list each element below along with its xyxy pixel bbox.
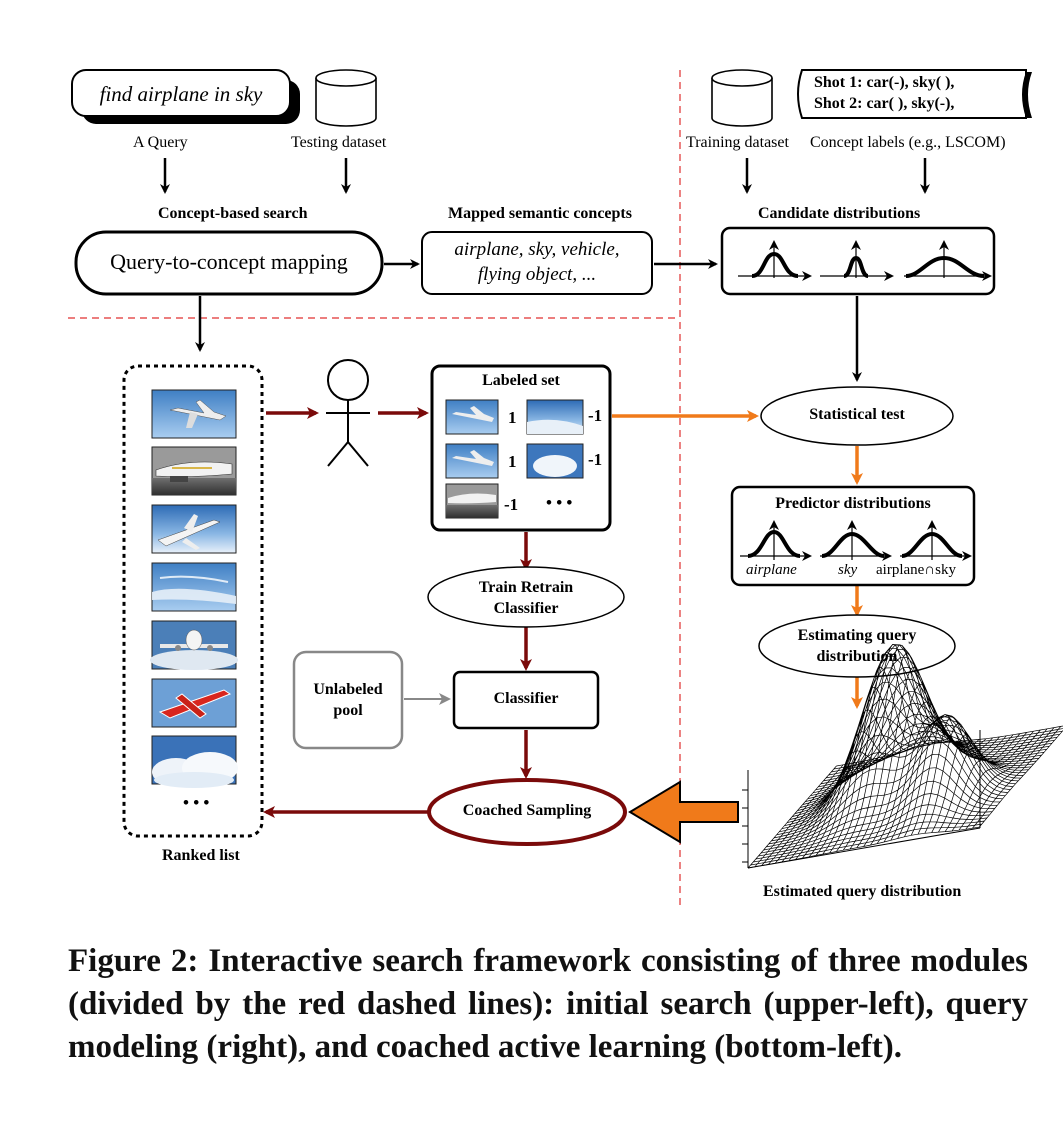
concepts-line-2: flying object, ... — [477, 264, 597, 285]
active-learning-arrows — [263, 407, 532, 818]
concepts-line-1: airplane, sky, vehicle, — [454, 239, 620, 260]
concepts-box-shape — [421, 231, 653, 295]
labeled-set-title: Labeled set — [482, 372, 560, 389]
unlabeled-pool-shape — [292, 650, 404, 750]
airplane-photo — [445, 399, 499, 435]
shot-1-text: Shot 1: car(-), sky( ), — [814, 74, 955, 91]
estimated-query-distribution-label: Estimated query distribution — [763, 883, 962, 900]
predictor-label-airplane: airplane — [746, 562, 797, 578]
airplane-photo — [445, 483, 499, 519]
figure-caption: Figure 2: Interactive search framework c… — [68, 943, 1028, 1065]
train-retrain-shape — [427, 566, 625, 628]
mapping-box-text: Query-to-concept mapping — [110, 249, 348, 274]
estimating-shape — [758, 614, 956, 678]
database-icon — [711, 69, 773, 127]
mapped-semantic-concepts-label: Mapped semantic concepts — [448, 205, 632, 222]
estimating-line-1: Estimating query — [797, 627, 917, 644]
concept-labels-label: Concept labels (e.g., LSCOM) — [810, 134, 1006, 151]
predictor-label-joint: airplane∩sky — [876, 562, 956, 578]
airplane-photo — [151, 446, 237, 496]
label-value: 1 — [508, 452, 517, 471]
airplane-photo — [150, 620, 238, 670]
diagram-canvas — [68, 69, 1063, 905]
train-retrain-line-2: Classifier — [493, 600, 559, 617]
mapping-box-shape — [74, 230, 384, 296]
database-icon — [315, 69, 377, 127]
gaussian-curve-icon — [738, 240, 992, 281]
shot-2-text: Shot 2: car( ), sky(-), — [814, 95, 955, 112]
sky-photo — [526, 399, 584, 435]
query-text[interactable]: find airplane in sky — [99, 82, 263, 106]
label-value: 1 — [508, 408, 517, 427]
ranked-thumbnails — [150, 389, 238, 788]
predictor-label-sky: sky — [838, 562, 858, 578]
surface-plot-icon — [742, 644, 1063, 869]
classifier-text: Classifier — [493, 690, 559, 707]
ranked-ellipsis: • • • — [183, 793, 210, 812]
person-icon — [326, 359, 370, 467]
label-value: -1 — [588, 406, 603, 425]
sky-photo — [151, 735, 238, 788]
label-value: -1 — [588, 450, 603, 469]
candidate-distributions-label: Candidate distributions — [758, 205, 921, 222]
gaussian-curve-icon — [740, 520, 972, 561]
statistical-test-text: Statistical test — [809, 406, 905, 423]
labeled-thumbnails — [445, 399, 584, 519]
unlabeled-line-1: Unlabeled — [313, 681, 383, 698]
coached-sampling-text: Coached Sampling — [462, 802, 592, 819]
train-retrain-line-1: Train Retrain — [478, 579, 574, 596]
testing-dataset-label: Testing dataset — [291, 134, 387, 151]
labeled-ellipsis: • • • — [546, 493, 573, 512]
statistical-test-shape — [760, 386, 954, 446]
sky-photo — [151, 562, 237, 612]
training-dataset-label: Training dataset — [686, 134, 789, 151]
big-orange-arrow — [628, 780, 739, 844]
unlabeled-line-2: pool — [333, 702, 363, 719]
query-box-shape — [71, 69, 300, 124]
sky-photo — [526, 443, 584, 479]
classifier-shape — [452, 670, 600, 730]
a-query-label: A Query — [133, 134, 188, 151]
estimating-line-2: distribution — [816, 648, 898, 665]
label-value: -1 — [504, 495, 519, 514]
ranked-list-box — [122, 364, 264, 838]
airplane-photo — [151, 389, 237, 439]
concept-based-search-label: Concept-based search — [158, 205, 308, 222]
airplane-photo — [151, 678, 237, 728]
module-dividers — [68, 70, 681, 905]
input-arrows — [160, 158, 930, 382]
shots-document-shape — [797, 69, 1032, 119]
ranked-list-label: Ranked list — [162, 847, 240, 864]
airplane-photo — [445, 443, 499, 479]
coached-sampling-shape — [427, 778, 627, 846]
predictor-title: Predictor distributions — [775, 495, 931, 512]
airplane-photo — [151, 504, 237, 554]
